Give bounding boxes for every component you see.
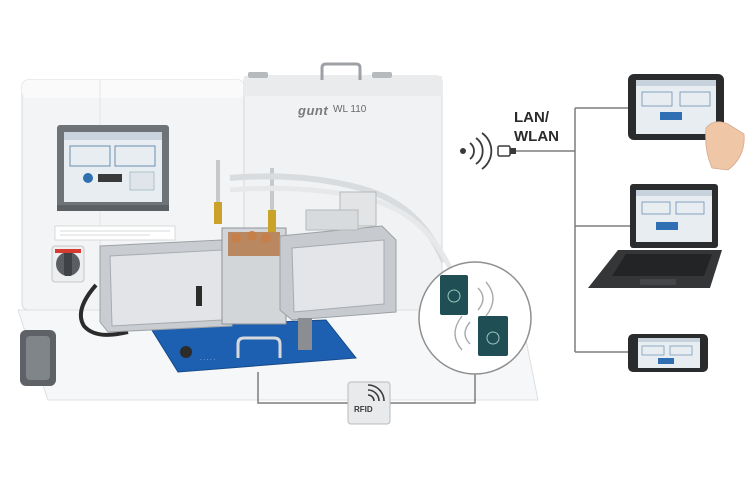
main-switch-icon: [51, 245, 85, 283]
network-label-line2: WLAN: [514, 128, 559, 145]
right-chamber: [279, 225, 397, 321]
carry-handle-icon: [320, 62, 362, 80]
network-label: LAN/ WLAN: [514, 108, 559, 146]
rfid-reader-detail: [418, 261, 532, 375]
unit-touch-panel: [57, 125, 169, 211]
rfid-link-right: [388, 372, 476, 404]
left-chamber: [99, 239, 233, 333]
heat-exchanger: [214, 160, 287, 325]
model-label: WL 110: [333, 104, 367, 115]
svg-text:. . . . .: . . . . .: [200, 356, 215, 362]
ethernet-plug-icon: [497, 145, 516, 157]
smartphone-device: [628, 334, 708, 372]
latch-icon: [372, 72, 392, 78]
trainer-unit: . . . . .: [17, 62, 539, 401]
laptop-device: [588, 184, 722, 288]
latch-icon: [248, 72, 268, 78]
wifi-signal-icon: [460, 132, 493, 170]
tablet-device: [628, 74, 745, 171]
rfid-tag-icon: [347, 381, 391, 425]
hand-icon: [705, 121, 745, 171]
network-label-line1: LAN/: [514, 109, 549, 126]
rfid-link-left: [257, 372, 350, 404]
rfid-label: RFID: [354, 405, 373, 414]
brand-logo-text: gunt: [298, 103, 329, 118]
